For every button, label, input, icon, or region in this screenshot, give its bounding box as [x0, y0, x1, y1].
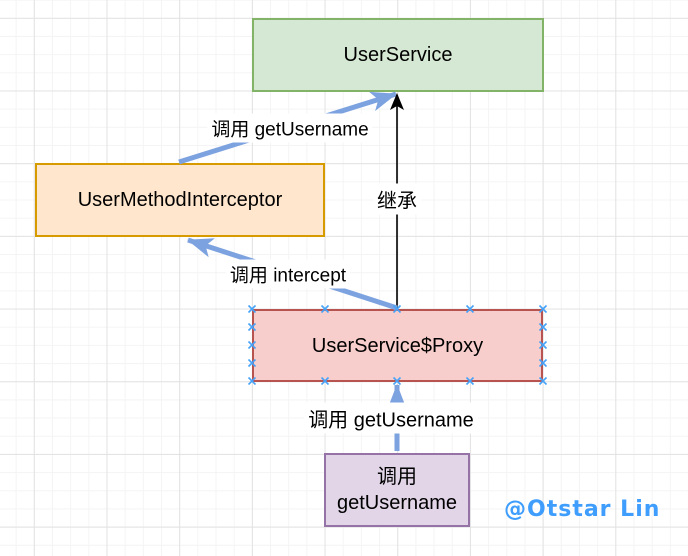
node-user-method-interceptor[interactable]: UserMethodInterceptor — [35, 163, 325, 237]
edge-label-call-getusername-top[interactable]: 调用 getUsername — [207, 113, 373, 143]
node-user-service-proxy[interactable]: UserService$Proxy — [252, 309, 543, 382]
edge-label-inherit[interactable]: 继承 — [373, 183, 421, 215]
node-user-service-label: UserService — [343, 44, 453, 66]
watermark-signature: @Otstar Lin — [504, 497, 661, 522]
node-user-service-proxy-label: UserService$Proxy — [311, 334, 484, 357]
node-call-get-username[interactable]: 调用 getUsername — [324, 453, 470, 527]
node-user-service[interactable]: UserService — [252, 18, 544, 92]
node-call-get-username-label: 调用 getUsername — [336, 466, 458, 514]
edge-label-call-getusername-bottom[interactable]: 调用 getUsername — [304, 402, 478, 434]
node-user-method-interceptor-label: UserMethodInterceptor — [77, 189, 283, 211]
edge-label-call-intercept[interactable]: 调用 intercept — [225, 259, 351, 289]
